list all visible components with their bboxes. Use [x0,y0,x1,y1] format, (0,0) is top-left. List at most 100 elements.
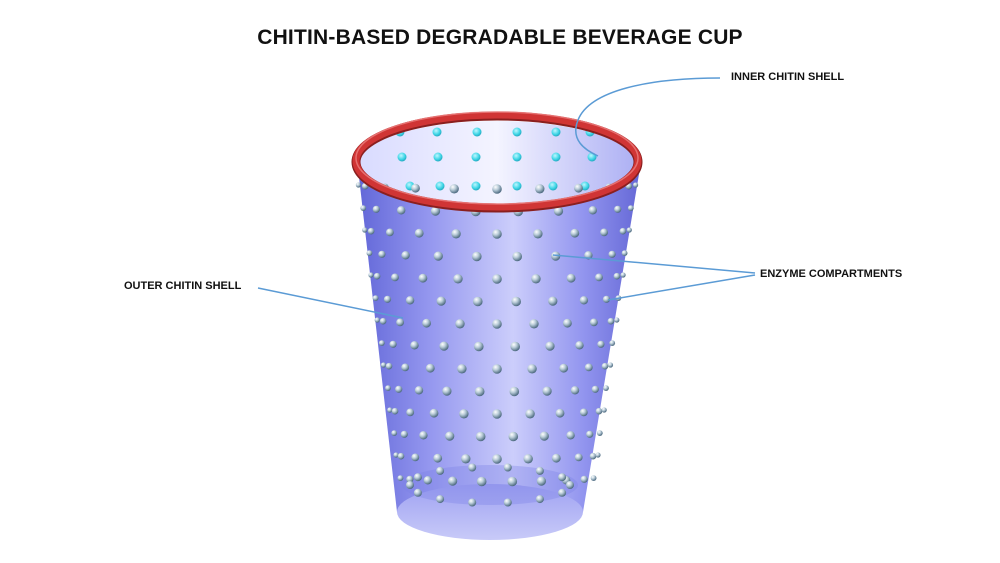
enzyme-compartment-bead [608,362,613,367]
inner-shell-dot [513,128,522,137]
enzyme-compartment-bead [592,386,599,393]
enzyme-compartment-bead [430,409,439,418]
enzyme-compartment-bead [556,409,565,418]
enzyme-compartment-bead [392,408,399,415]
enzyme-compartment-bead [512,252,522,262]
leader-enzyme-lower [608,275,755,300]
enzyme-compartment-bead [609,251,616,258]
enzyme-compartment-bead [580,409,588,417]
enzyme-compartment-bead [589,206,597,214]
enzyme-compartment-bead [548,297,557,306]
inner-shell-dot [513,182,522,191]
enzyme-compartment-bead [533,229,542,238]
enzyme-compartment-bead [398,475,404,481]
enzyme-compartment-bead [406,481,414,489]
enzyme-compartment-bead [536,467,544,475]
enzyme-compartment-bead [527,364,536,373]
enzyme-compartment-bead [609,340,615,346]
enzyme-compartment-bead [459,409,468,418]
enzyme-compartment-bead [396,319,404,327]
inner-shell-dot [552,153,561,162]
enzyme-compartment-bead [398,453,405,460]
enzyme-compartment-bead [434,252,443,261]
enzyme-compartment-bead [473,297,483,307]
enzyme-compartment-bead [373,206,380,213]
inner-shell-dot [472,153,481,162]
enzyme-compartment-bead [415,386,423,394]
enzyme-compartment-bead [510,387,520,397]
inner-shell-dot [398,153,407,162]
enzyme-compartment-bead [608,318,615,325]
enzyme-compartment-bead [381,362,386,367]
enzyme-compartment-bead [628,205,634,211]
enzyme-compartment-bead [367,250,373,256]
inner-shell-dot [473,128,482,137]
enzyme-compartment-bead [410,341,418,349]
enzyme-compartment-bead [627,227,632,232]
enzyme-compartment-bead [535,184,544,193]
enzyme-compartment-bead [536,495,544,503]
enzyme-compartment-bead [476,432,486,442]
enzyme-compartment-bead [360,205,366,211]
enzyme-compartment-bead [566,431,574,439]
enzyme-compartment-bead [586,431,593,438]
enzyme-compartment-bead [368,228,375,235]
enzyme-compartment-bead [414,473,422,481]
enzyme-compartment-bead [391,430,397,436]
enzyme-compartment-bead [602,407,607,412]
enzyme-compartment-bead [595,274,603,282]
enzyme-compartment-bead [570,229,579,238]
enzyme-compartment-bead [468,464,476,472]
enzyme-compartment-bead [442,387,451,396]
enzyme-compartment-bead [401,251,409,259]
enzyme-compartment-bead [472,252,482,262]
inner-shell-dot [433,128,442,137]
enzyme-compartment-bead [448,477,457,486]
label-enzyme-compartments: ENZYME COMPARTMENTS [760,268,902,280]
enzyme-compartment-bead [424,476,432,484]
enzyme-compartment-bead [492,319,502,329]
enzyme-compartment-bead [401,431,408,438]
enzyme-compartment-bead [426,364,435,373]
enzyme-compartment-bead [574,184,583,193]
enzyme-compartment-bead [492,409,502,419]
enzyme-compartment-bead [511,297,521,307]
enzyme-compartment-bead [406,296,414,304]
enzyme-compartment-bead [571,386,579,394]
enzyme-compartment-bead [504,499,512,507]
enzyme-compartment-bead [492,229,502,239]
enzyme-compartment-bead [391,274,399,282]
enzyme-compartment-bead [492,274,502,284]
enzyme-compartment-bead [602,363,609,370]
enzyme-compartment-bead [563,319,572,328]
enzyme-compartment-bead [373,295,379,301]
enzyme-compartment-bead [436,495,444,503]
enzyme-compartment-bead [453,274,462,283]
enzyme-compartment-bead [590,319,598,327]
enzyme-compartment-bead [614,206,621,213]
enzyme-compartment-bead [437,297,446,306]
enzyme-compartment-bead [504,464,512,472]
enzyme-compartment-bead [477,477,487,487]
inner-shell-dot [436,182,445,191]
inner-shell-dot [434,153,443,162]
cup-base-inner [402,465,578,505]
enzyme-compartment-bead [552,454,561,463]
inner-shell-dot [472,182,481,191]
label-outer-chitin-shell: OUTER CHITIN SHELL [124,280,241,292]
enzyme-compartment-bead [397,206,405,214]
enzyme-compartment-bead [597,430,603,436]
enzyme-compartment-bead [597,341,604,348]
enzyme-compartment-bead [468,499,476,507]
enzyme-compartment-bead [411,184,420,193]
enzyme-compartment-bead [475,387,485,397]
inner-shell-dot [549,182,558,191]
enzyme-compartment-bead [374,273,381,280]
enzyme-compartment-bead [600,229,608,237]
enzyme-compartment-bead [603,385,609,391]
inner-shell-dot [513,153,522,162]
enzyme-compartment-bead [591,475,597,481]
enzyme-compartment-bead [450,184,459,193]
enzyme-compartment-bead [545,342,554,351]
enzyme-compartment-bead [395,386,402,393]
